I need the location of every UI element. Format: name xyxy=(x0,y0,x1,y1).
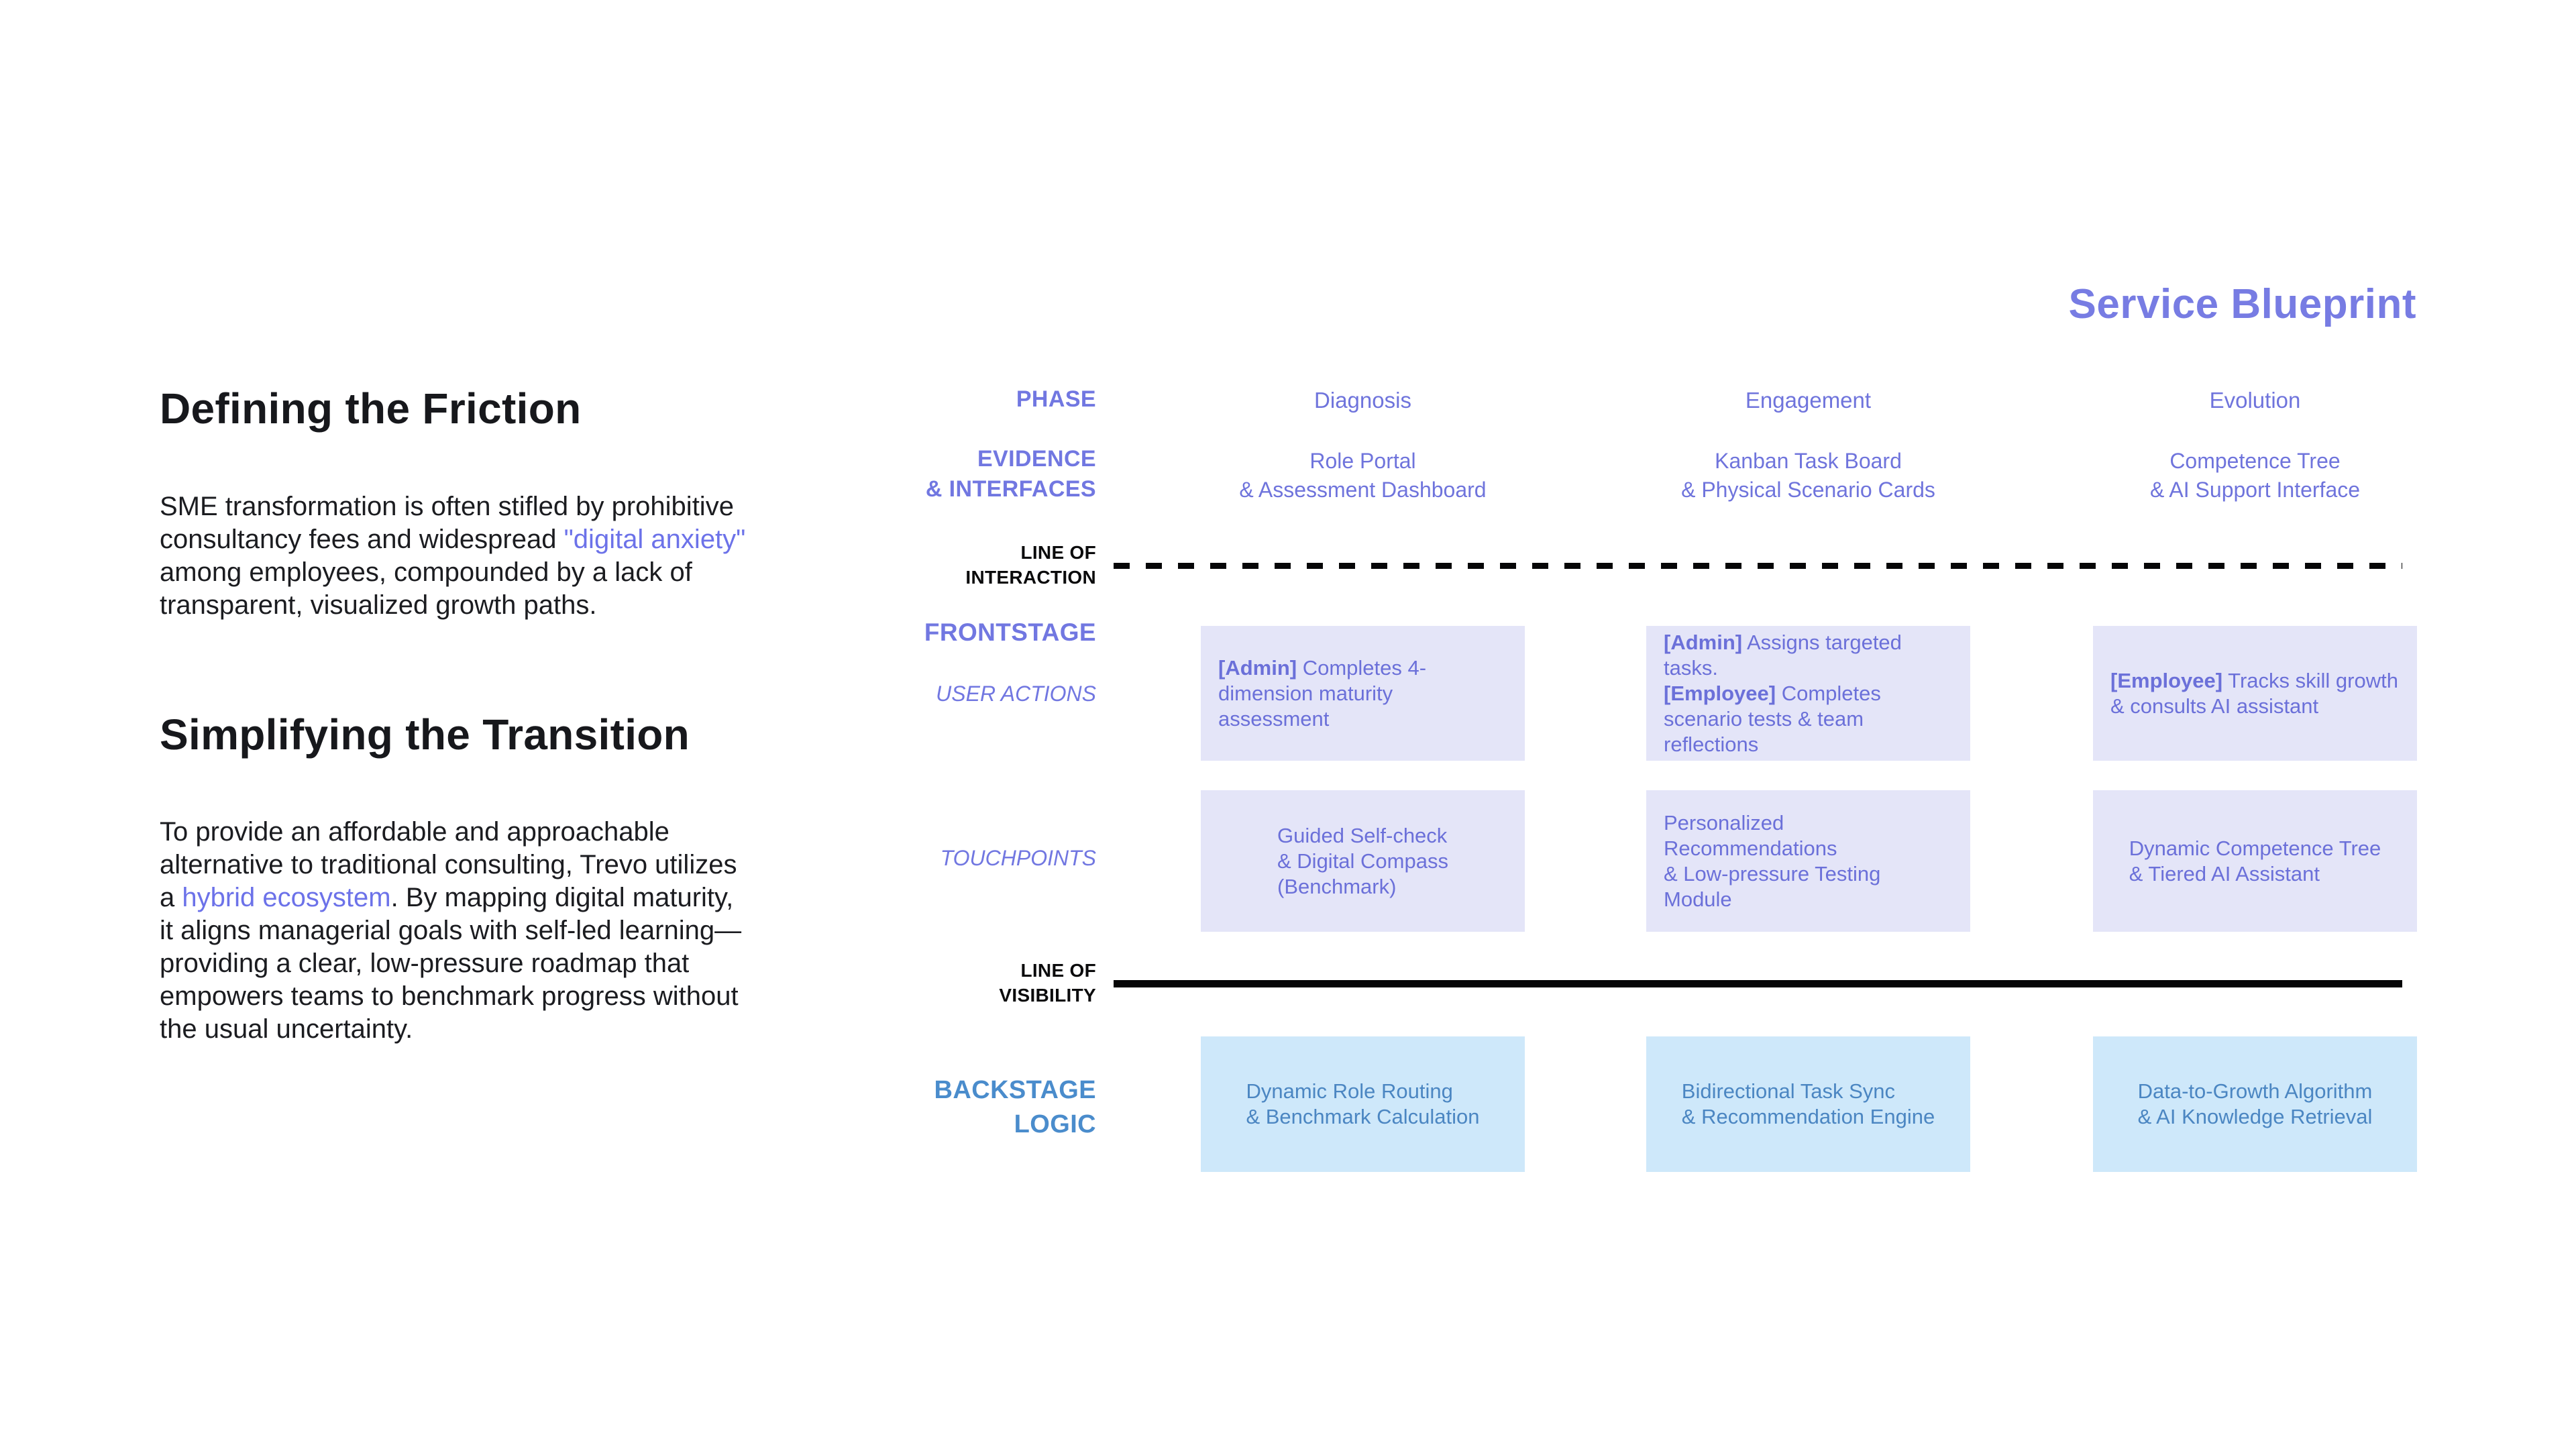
section1-heading: Defining the Friction xyxy=(160,384,582,433)
role-tag: [Admin] xyxy=(1664,630,1743,654)
user-action-card-text: [Admin] Assigns targeted tasks.[Employee… xyxy=(1646,630,1970,757)
row-label-evidence-interfaces: EVIDENCE & INTERFACES xyxy=(925,446,1096,502)
evidence-cell-evolution: Competence Tree & AI Support Interface xyxy=(2149,449,2361,502)
backstage-card-engagement: Bidirectional Task Sync & Recommendation… xyxy=(1646,1036,1970,1172)
section2-paragraph: To provide an affordable and approachabl… xyxy=(160,816,754,1046)
action-text: Tracks skill growth & consults AI assist… xyxy=(2110,668,2398,718)
backstage-card-text: Data-to-Growth Algorithm & AI Knowledge … xyxy=(2137,1079,2373,1128)
section2-text-post: . By mapping digital maturity, it aligns… xyxy=(160,883,742,1044)
line-of-interaction-line xyxy=(1114,563,2402,569)
section1-text-post: among employees, compounded by a lack of… xyxy=(160,557,692,620)
line-of-visibility-line xyxy=(1114,980,2402,987)
row-label-frontstage: FRONTSTAGE xyxy=(924,619,1096,646)
role-tag: [Admin] xyxy=(1218,655,1297,680)
phase-header-engagement: Engagement xyxy=(1745,388,1872,413)
user-action-card-engagement: [Admin] Assigns targeted tasks.[Employee… xyxy=(1646,626,1970,761)
touchpoint-card-evolution: Dynamic Competence Tree & Tiered AI Assi… xyxy=(2093,790,2417,932)
touchpoint-card-engagement: Personalized Recommendations & Low-press… xyxy=(1646,790,1970,932)
section2-heading: Simplifying the Transition xyxy=(160,710,690,759)
role-tag: [Employee] xyxy=(2110,668,2223,692)
phase-header-diagnosis: Diagnosis xyxy=(1314,388,1411,413)
row-label-phase: PHASE xyxy=(1016,386,1096,412)
row-label-user-actions: USER ACTIONS xyxy=(936,682,1096,706)
evidence-cell-engagement: Kanban Task Board & Physical Scenario Ca… xyxy=(1681,449,1935,502)
touchpoint-card-text: Personalized Recommendations & Low-press… xyxy=(1664,810,1881,911)
row-label-line-of-visibility: LINE OF VISIBILITY xyxy=(999,960,1096,1006)
user-action-card-evolution: [Employee] Tracks skill growth & consult… xyxy=(2093,626,2417,761)
row-label-backstage-logic: BACKSTAGE LOGIC xyxy=(934,1076,1096,1138)
backstage-card-text: Bidirectional Task Sync & Recommendation… xyxy=(1681,1079,1935,1128)
backstage-card-text: Dynamic Role Routing & Benchmark Calcula… xyxy=(1246,1079,1480,1128)
touchpoint-card-diagnosis: Guided Self-check & Digital Compass (Ben… xyxy=(1201,790,1525,932)
row-label-touchpoints: TOUCHPOINTS xyxy=(940,846,1096,870)
user-action-card-text: [Admin] Completes 4-dimension maturity a… xyxy=(1201,655,1525,732)
action-text: Completes 4-dimension maturity assessmen… xyxy=(1218,655,1427,731)
phase-header-evolution: Evolution xyxy=(2209,388,2301,413)
user-action-card-diagnosis: [Admin] Completes 4-dimension maturity a… xyxy=(1201,626,1525,761)
action-text: Completes scenario tests & team reflecti… xyxy=(1664,681,1881,756)
action-text: Assigns targeted tasks. xyxy=(1664,630,1902,680)
row-label-line-of-interaction: LINE OF INTERACTION xyxy=(965,542,1096,588)
section2-text-pre: To provide an affordable and approachabl… xyxy=(160,817,737,912)
digital-anxiety-highlight: "digital anxiety" xyxy=(564,525,746,554)
hybrid-ecosystem-highlight: hybrid ecosystem xyxy=(182,883,391,912)
backstage-card-evolution: Data-to-Growth Algorithm & AI Knowledge … xyxy=(2093,1036,2417,1172)
backstage-card-diagnosis: Dynamic Role Routing & Benchmark Calcula… xyxy=(1201,1036,1525,1172)
section1-text-pre: SME transformation is often stifled by p… xyxy=(160,492,734,554)
section1-paragraph: SME transformation is often stifled by p… xyxy=(160,490,754,622)
user-action-card-text: [Employee] Tracks skill growth & consult… xyxy=(2093,668,2417,719)
role-tag: [Employee] xyxy=(1664,681,1776,705)
touchpoint-card-text: Guided Self-check & Digital Compass (Ben… xyxy=(1277,823,1448,898)
blueprint-title: Service Blueprint xyxy=(2068,281,2416,327)
evidence-cell-diagnosis: Role Portal & Assessment Dashboard xyxy=(1239,449,1487,502)
touchpoint-card-text: Dynamic Competence Tree & Tiered AI Assi… xyxy=(2129,836,2381,885)
